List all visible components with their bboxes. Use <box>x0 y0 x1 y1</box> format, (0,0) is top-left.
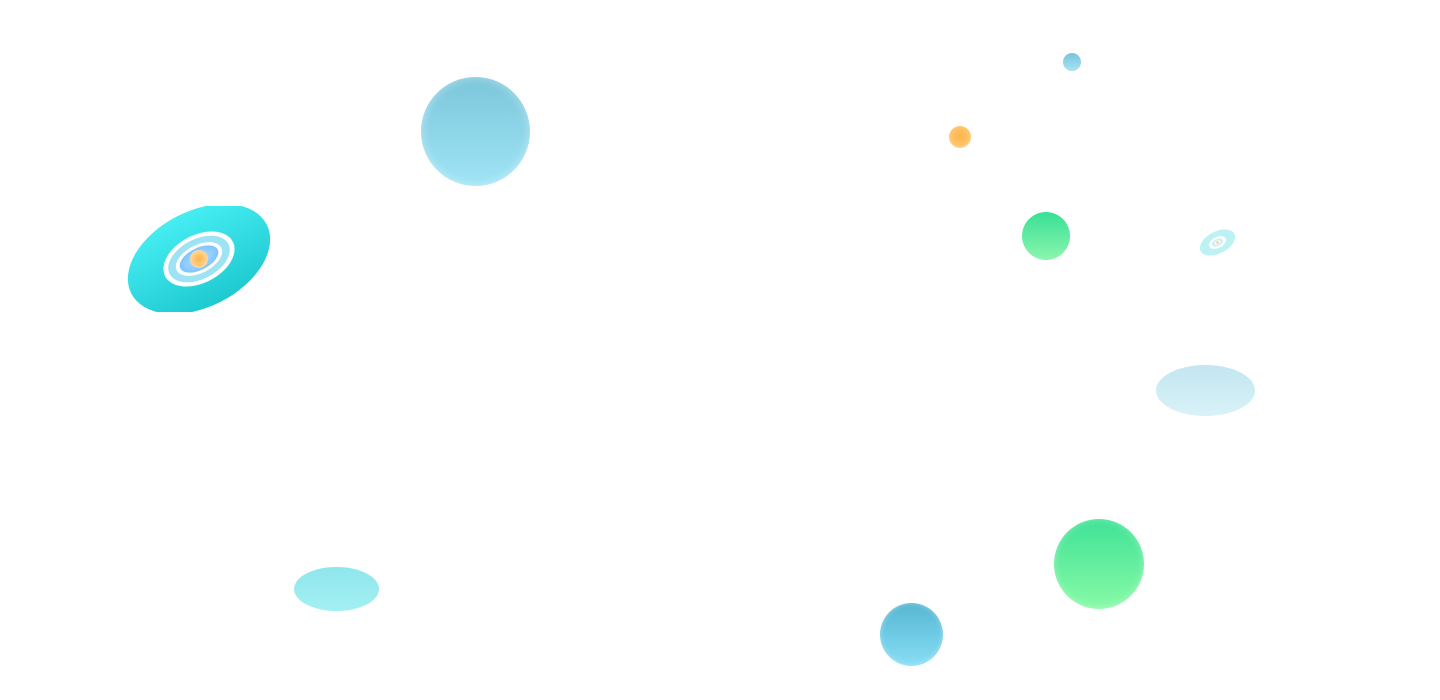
small-blue-bubble <box>1063 53 1081 71</box>
small-ring-ellipse <box>1199 229 1236 256</box>
large-green-bubble <box>1054 519 1144 609</box>
large-blue-bubble <box>421 77 530 186</box>
large-ring-ellipse <box>127 206 271 312</box>
small-green-bubble <box>1022 212 1070 260</box>
pale-blue-oval <box>1156 365 1255 416</box>
teal-oval <box>294 567 379 611</box>
orange-bubble <box>949 126 971 148</box>
mid-blue-bubble <box>880 603 943 666</box>
